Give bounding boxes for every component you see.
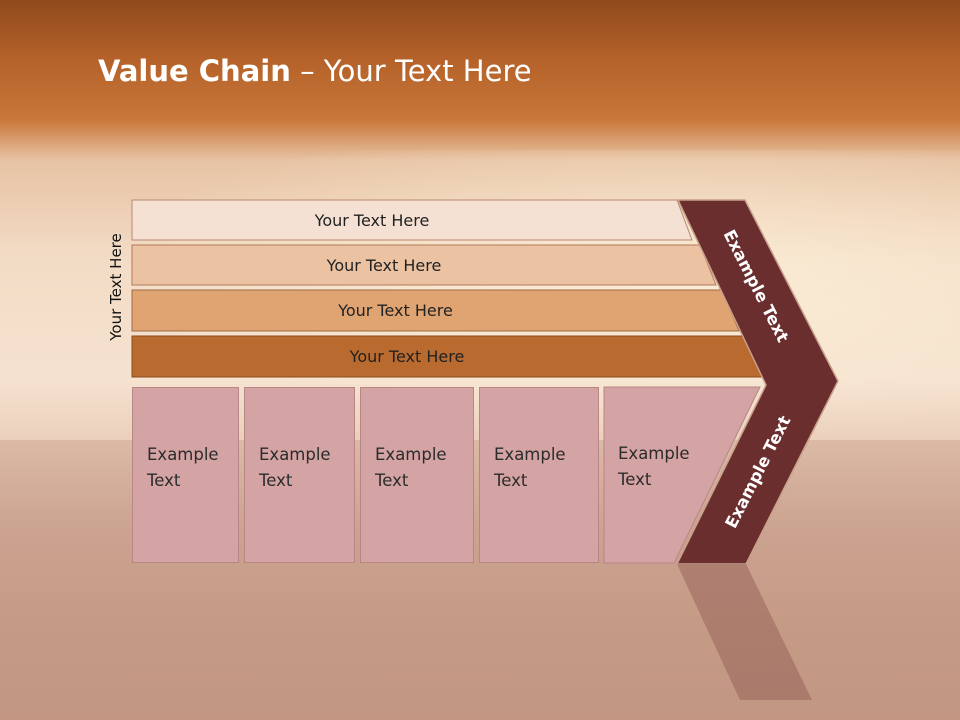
bar-2: Your Text Here <box>132 245 716 285</box>
box-shape-5 <box>603 386 761 564</box>
title-bold: Value Chain <box>98 54 291 88</box>
bar-2-label: Your Text Here <box>326 255 442 275</box>
chevron-arrow <box>675 199 839 565</box>
bar-4-label: Your Text Here <box>349 346 465 366</box>
bar-3-label: Your Text Here <box>338 300 453 320</box>
bar-3: Your Text Here <box>132 290 739 330</box>
bar-shape-2 <box>131 244 717 286</box>
box-2-line1: Example <box>259 445 331 464</box>
box-1-line1: Example <box>147 445 219 464</box>
bar-shape-1 <box>131 199 693 241</box>
box-4-line2: Text <box>494 471 528 490</box>
box-1-line2: Text <box>147 471 181 490</box>
box-5-line2: Text <box>618 470 652 489</box>
box-3-line2: Text <box>375 471 409 490</box>
chevron-reflection <box>677 564 812 700</box>
bar-shape-3 <box>131 289 740 332</box>
box-3-line1: Example <box>375 445 447 464</box>
box-5-line1: Example <box>618 444 690 463</box>
box-2-line2: Text <box>259 471 293 490</box>
bar-1: Your Text Here <box>132 200 692 240</box>
bar-1-label: Your Text Here <box>314 210 430 230</box>
box-4-line1: Example <box>494 445 566 464</box>
slide-title: Value Chain – Your Text Here <box>98 54 532 88</box>
bar-4: Your Text Here <box>132 336 762 376</box>
title-rest: – Your Text Here <box>290 54 532 88</box>
